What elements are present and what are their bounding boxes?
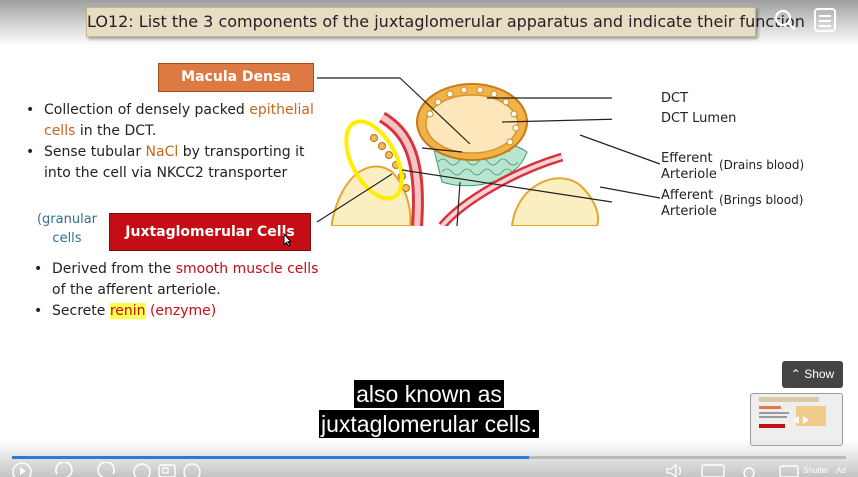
ad-text: Ad <box>836 466 846 475</box>
show-button[interactable]: ⌃ Show <box>782 361 843 388</box>
forward-icon[interactable] <box>94 462 118 477</box>
volume-icon[interactable] <box>664 462 686 477</box>
juxtaglomerular-apparatus-diagram <box>316 77 612 226</box>
replay-icon[interactable] <box>52 462 76 477</box>
slide-title: LO12: List the 3 components of the juxta… <box>86 7 805 37</box>
jg-cells-bullets: Derived from the smooth muscle cells of … <box>32 259 322 322</box>
caption-line-1: also known as <box>354 380 504 408</box>
efferent-arteriole-label: Efferent Arteriole <box>661 151 717 182</box>
jg-bullet-2: Secrete renin (enzyme) <box>32 301 322 322</box>
macula-densa-bullets: Collection of densely packed epithelial … <box>24 100 334 184</box>
settings-icon[interactable] <box>738 462 760 477</box>
caption-line-2: juxtaglomerular cells. <box>318 410 540 438</box>
afferent-note: (Brings blood) <box>719 193 804 207</box>
speed-icon[interactable] <box>182 462 202 477</box>
chapter-icon[interactable] <box>132 462 152 477</box>
efferent-note: (Drains blood) <box>719 158 805 172</box>
cursor-icon <box>283 233 292 247</box>
fullscreen-icon[interactable] <box>778 462 800 477</box>
subtitles-icon[interactable] <box>157 462 177 477</box>
chevron-up-icon: ⌃ <box>790 367 801 381</box>
macula-bullet-1: Collection of densely packed epithelial … <box>24 100 334 142</box>
diagram-pointer-lines <box>579 134 661 199</box>
dct-label: DCT <box>661 91 689 106</box>
granular-cells-note: (granular cells <box>36 212 98 246</box>
macula-densa-label: Macula Densa <box>158 63 314 92</box>
captions-toggle-icon[interactable] <box>700 462 726 477</box>
shutter-text: Shutter <box>803 466 829 475</box>
play-icon[interactable] <box>12 462 32 477</box>
search-icon[interactable] <box>771 6 799 34</box>
progress-fill <box>12 456 530 459</box>
macula-bullet-2: Sense tubular NaCl by transporting it in… <box>24 142 334 184</box>
dct-lumen-label: DCT Lumen <box>661 111 737 126</box>
jg-bullet-1: Derived from the smooth muscle cells of … <box>32 259 322 301</box>
menu-icon[interactable] <box>811 6 839 34</box>
slide-thumbnail[interactable] <box>750 393 843 446</box>
progress-bar[interactable] <box>12 456 846 459</box>
juxtaglomerular-cells-label: Juxtaglomerular Cells <box>109 213 311 251</box>
afferent-arteriole-label: Afferent Arteriole <box>661 188 717 219</box>
